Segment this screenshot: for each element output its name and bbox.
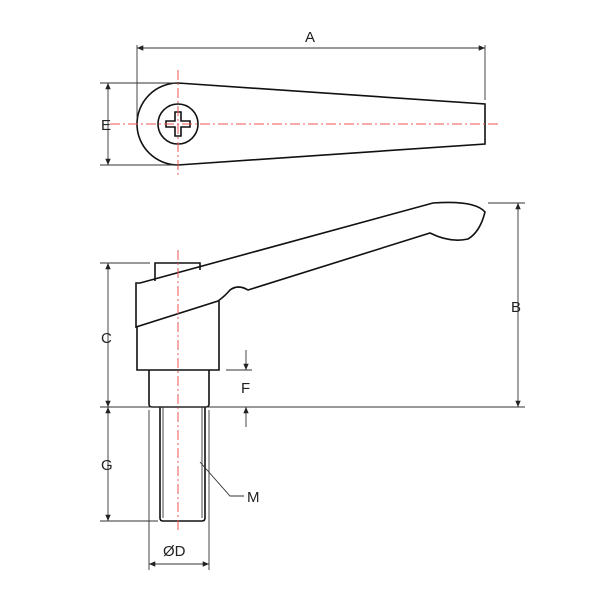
dim-label-c: C (101, 330, 112, 347)
dim-label-g: G (101, 457, 113, 474)
dim-label-d: ØD (163, 543, 186, 560)
dim-label-m: M (247, 489, 260, 506)
dim-label-e: E (101, 117, 111, 134)
top-view (110, 70, 500, 178)
side-view (135, 201, 486, 530)
dim-label-b: B (511, 299, 521, 316)
dim-label-f: F (241, 380, 250, 397)
dim-label-a: A (305, 29, 315, 46)
